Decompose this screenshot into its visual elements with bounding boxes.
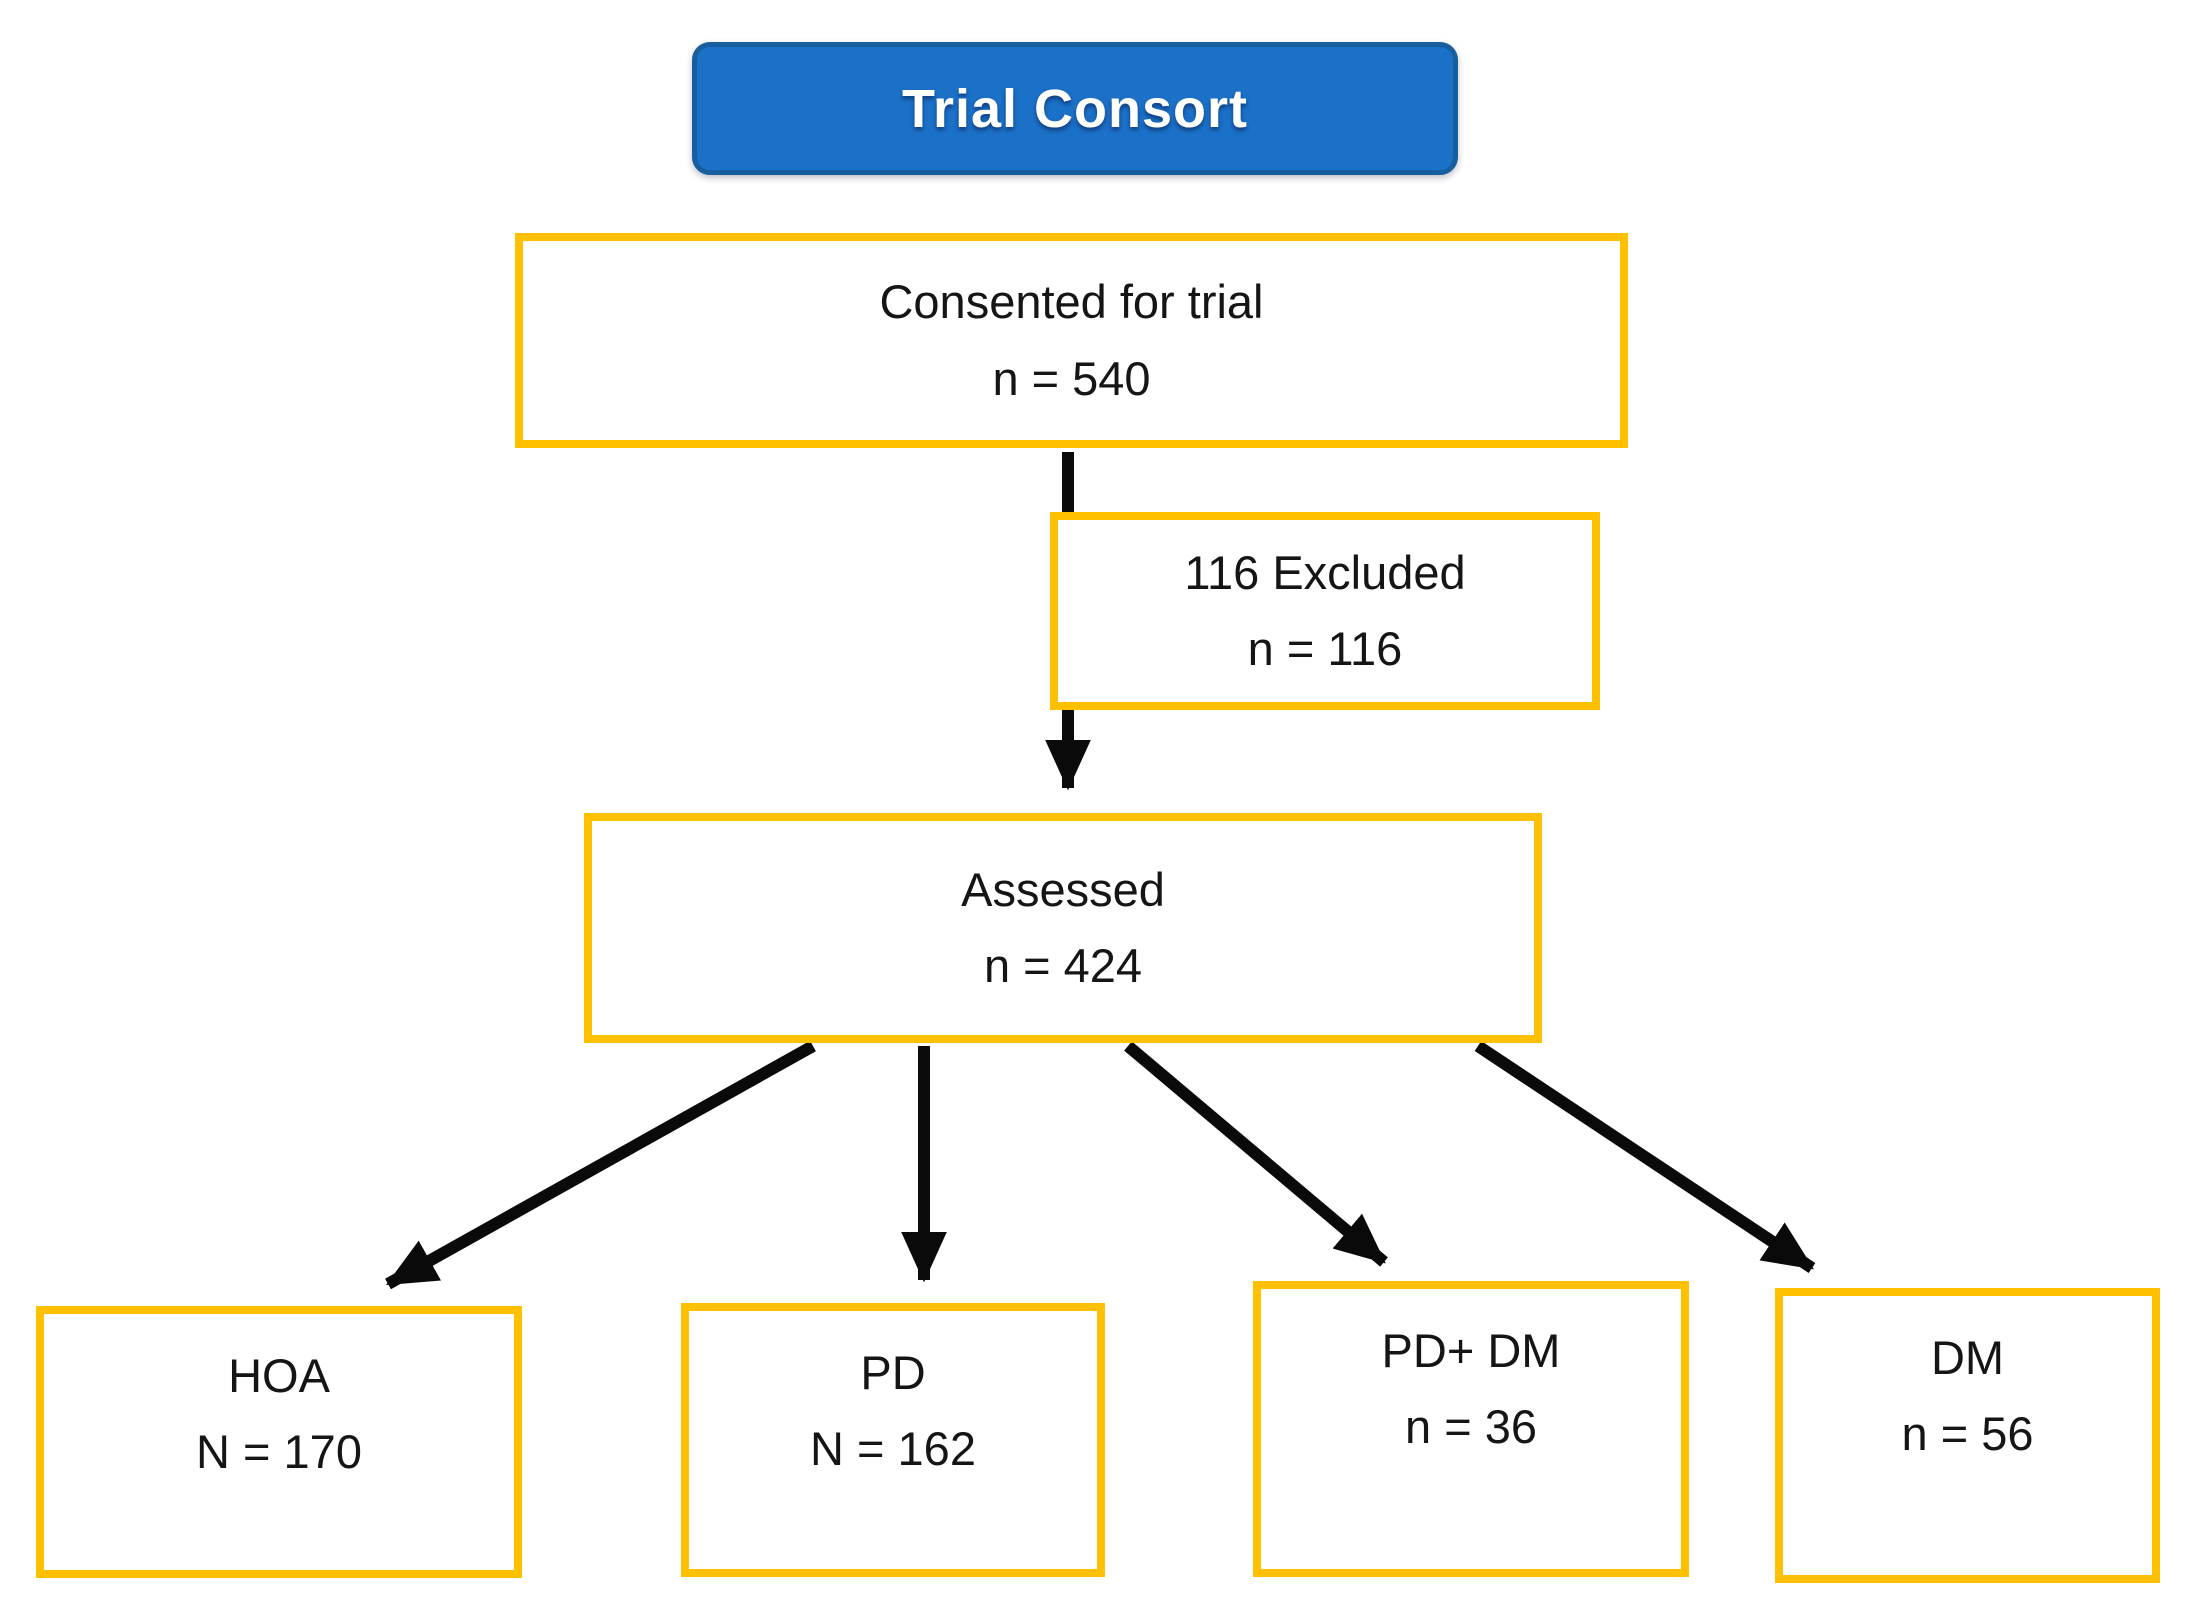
node-count: N = 170: [196, 1425, 362, 1479]
node-count: n = 56: [1901, 1407, 2034, 1461]
node-count: n = 116: [1247, 622, 1403, 675]
arrow-assessed-to-hoa: [385, 1040, 816, 1290]
title-box: Trial Consort: [692, 42, 1458, 175]
node-count: N = 162: [810, 1422, 976, 1476]
node-label: DM: [1930, 1331, 2005, 1384]
node-count: n = 424: [983, 939, 1143, 992]
node-label: PD: [860, 1346, 926, 1399]
arrow-assessed-to-pddm: [1124, 1041, 1388, 1267]
node-label: Consented for trial: [879, 275, 1264, 329]
node-hoa: HOA N = 170: [36, 1306, 522, 1578]
node-label: HOA: [228, 1349, 330, 1402]
node-consented-for-trial: Consented for trial n = 540: [515, 233, 1628, 448]
node-count: n = 540: [992, 351, 1151, 405]
arrow-assessed-to-dm: [1474, 1041, 1816, 1273]
node-label: 116 Excluded: [1184, 545, 1466, 599]
node-excluded: 116 Excluded n = 116: [1050, 512, 1600, 710]
diagram-title: Trial Consort: [901, 78, 1249, 139]
node-pd: PD N = 162: [681, 1303, 1105, 1577]
node-count: n = 36: [1405, 1400, 1537, 1454]
node-assessed: Assessed n = 424: [584, 813, 1542, 1043]
node-label: Assessed: [961, 862, 1165, 916]
node-label: PD+ DM: [1381, 1324, 1561, 1377]
node-dm: DM n = 56: [1775, 1288, 2160, 1583]
node-pd-plus-dm: PD+ DM n = 36: [1253, 1281, 1689, 1577]
